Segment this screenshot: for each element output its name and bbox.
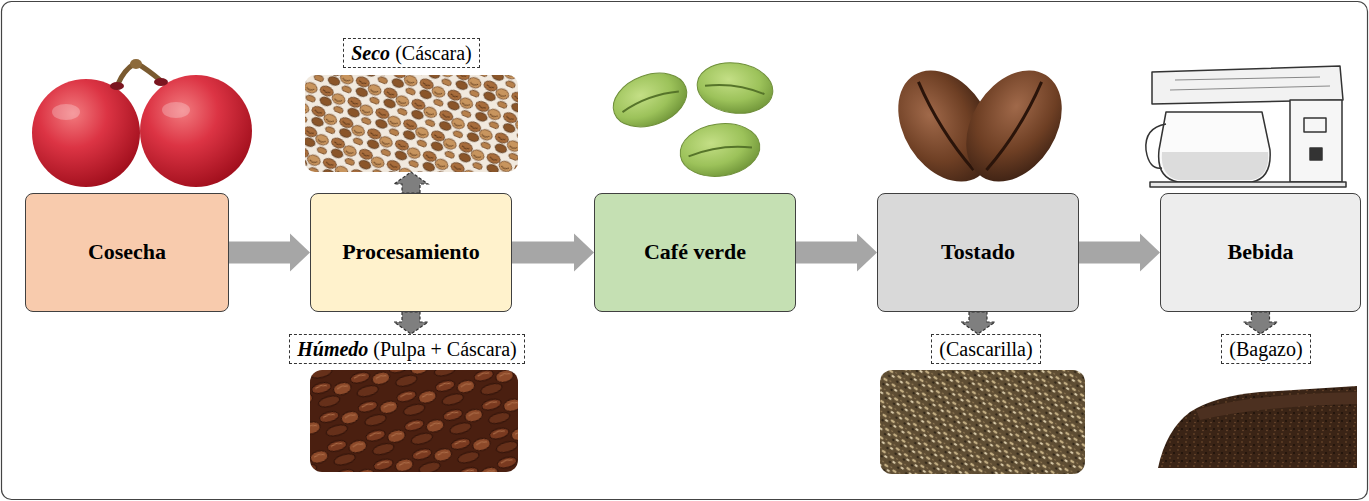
- cherry-calyx: [110, 82, 124, 90]
- node-text: Cosecha: [88, 239, 166, 265]
- roasted-beans: [879, 53, 1082, 199]
- node-text: Tostado: [941, 239, 1015, 265]
- green-beans: [606, 58, 776, 181]
- node-text: Bebida: [1227, 239, 1293, 265]
- process-type: Húmedo: [297, 337, 368, 361]
- node-text: (Cáscara): [395, 41, 472, 65]
- bean-groove: [705, 82, 765, 94]
- stage-box: Bebida: [1160, 193, 1361, 312]
- machine-button: [1304, 118, 1326, 132]
- byproduct-arrow: [394, 172, 428, 193]
- grounds-top: [1196, 392, 1357, 420]
- machine-base: [1150, 182, 1346, 187]
- flow-arrow: [796, 234, 877, 272]
- spent-grounds-photo: [1151, 370, 1357, 470]
- process-type: Seco: [351, 41, 390, 65]
- bean-groove: [621, 88, 679, 112]
- roasted-bean: [947, 53, 1082, 199]
- node-text: (Pulpa + Cáscara): [373, 337, 516, 361]
- dashed-label-frame: Seco(Cáscara): [343, 38, 480, 68]
- machine-hood: [1152, 66, 1343, 104]
- machine-switch: [1310, 148, 1322, 160]
- green-bean: [677, 119, 763, 182]
- stage-box: Procesamiento: [310, 193, 512, 312]
- bean-groove: [915, 82, 974, 172]
- byproduct-arrow: [394, 312, 428, 334]
- flow-arrow: [1079, 234, 1160, 272]
- green-bean: [606, 64, 695, 137]
- photo-ground: [1151, 370, 1357, 470]
- coffee-machine-sketch: [1146, 66, 1346, 187]
- byproduct-arrow: [1244, 312, 1278, 334]
- pulp-photo: [310, 370, 518, 472]
- flow-arrow: [229, 234, 310, 272]
- stage-box: Café verde: [594, 193, 796, 312]
- node-text: (Cascarilla): [939, 337, 1032, 361]
- byproduct-label: (Cascarilla): [931, 334, 1040, 364]
- byproduct-label: Seco(Cáscara): [305, 38, 518, 172]
- machine-body: [1290, 100, 1342, 182]
- cherry-stem: [130, 59, 142, 69]
- stage-box: Tostado: [877, 193, 1079, 312]
- sketch-hatching: [1170, 77, 1330, 90]
- carafe: [1159, 112, 1271, 182]
- bean-groove: [986, 82, 1045, 172]
- flow-arrow: [512, 234, 594, 272]
- cherry: [32, 79, 140, 187]
- grounds-mound: [1158, 386, 1357, 468]
- node-text: Café verde: [644, 239, 746, 265]
- cherry-shine: [52, 104, 80, 120]
- chaff-photo: [880, 370, 1085, 474]
- green-bean: [694, 58, 776, 118]
- cherry: [140, 75, 252, 187]
- node-text: Procesamiento: [342, 239, 480, 265]
- carafe-coffee: [1162, 152, 1268, 180]
- coffee-cherries: [32, 59, 252, 187]
- byproduct-label: (Bagazo): [1221, 334, 1310, 364]
- node-text: (Bagazo): [1229, 337, 1302, 361]
- husk-photo: [305, 75, 518, 172]
- byproduct-arrow: [961, 312, 995, 334]
- cherry-shine: [162, 102, 190, 118]
- byproduct-label: Húmedo(Pulpa + Cáscara): [289, 334, 525, 364]
- carafe-handle: [1146, 124, 1166, 168]
- cherry-calyx: [154, 78, 168, 86]
- stage-box: Cosecha: [25, 193, 229, 312]
- bean-groove: [688, 144, 752, 157]
